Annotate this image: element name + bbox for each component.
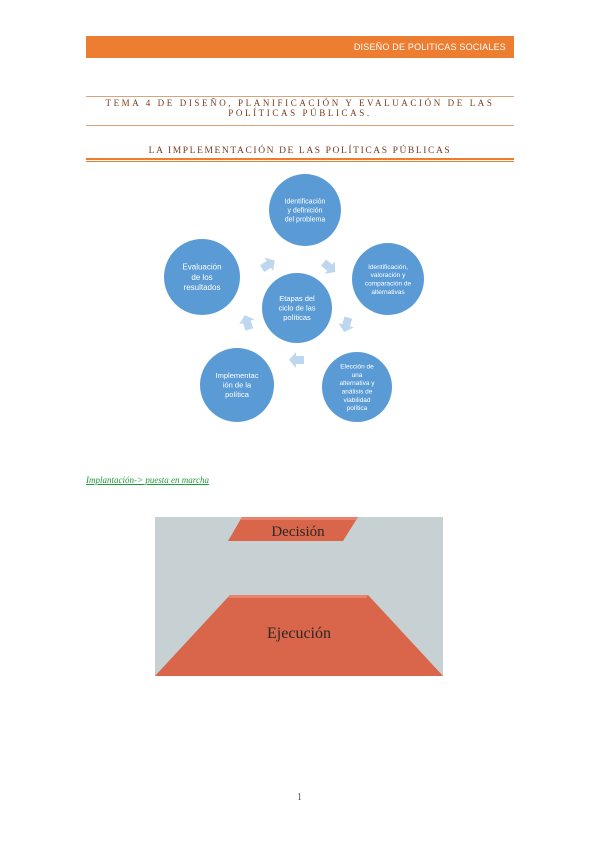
cycle-stage-label-line: del problema [285,216,326,223]
cycle-arrow [239,315,255,331]
cycle-stage-label-line: Identificación, [368,264,408,271]
pyramid-top-segment [228,517,358,541]
header-bar: DISEÑO DE POLITICAS SOCIALES [86,36,514,58]
section-title-underline [86,158,514,160]
cycle-stage-label-line: Identificación [285,198,326,205]
page-number: 1 [297,792,302,803]
cycle-stage-label-line: Elección de [340,363,374,370]
topic-line-1: TEMA 4 DE DISEÑO, PLANIFICACIÓN Y EVALUA… [105,98,495,108]
pyramid-bottom-segment [155,595,443,676]
section-title-underline-thin [86,161,514,162]
cycle-stage-circle [269,174,341,246]
cycle-arrow [289,351,305,368]
cycle-stage-label-line: ión de la [223,381,252,390]
cycle-arrows [239,257,354,368]
cycle-arrow [338,316,354,333]
cycle-stage-label-line: política [347,405,368,412]
pyramid-top-label: Decisión [271,524,325,540]
cycle-stage-label-line: una [352,372,363,379]
cycle-stage-label-line: política [225,390,250,399]
pyramid-top-highlight [240,517,358,520]
cycle-stage-circle [322,352,392,422]
cycle-stage-circle [164,239,240,315]
cycle-stage-label-line: comparación de [365,280,412,287]
pyramid-bottom-label: Ejecución [267,625,331,642]
cycle-center-label-line: ciclo de las [278,304,315,313]
topic-bottom-rule [86,125,514,126]
cycle-stage-label-line: valoración y [371,272,406,279]
topic-top-rule [86,96,514,97]
cycle-stage-label-line: Evaluación [182,263,221,272]
header-title: DISEÑO DE POLITICAS SOCIALES [353,42,506,52]
cycle-stage-label-line: análisis de [342,388,373,395]
cycle-stage-label-line: alternativa y [339,380,375,387]
pyramid-bottom-highlight [228,595,368,598]
section-title: LA IMPLEMENTACIÓN DE LAS POLÍTICAS PÚBLI… [148,146,452,156]
cycle-stage-label-line: alternativas [371,289,405,296]
cycle-stage-label-line: y definición [287,207,322,214]
cycle-center-circle [262,273,332,343]
cycle-stage-label-line: resultados [184,283,221,292]
cycle-arrow [259,257,275,273]
topic-heading: TEMA 4 DE DISEÑO, PLANIFICACIÓN Y EVALUA… [86,98,514,118]
topic-line-2: POLÍTICAS PÚBLICAS. [228,108,372,118]
cycle-center-label-line: políticas [283,313,311,322]
cycle-arrow [321,259,336,274]
cycle-stage-circle [200,348,274,422]
cycle-stage-label-line: Implementac [216,371,259,380]
cycle-stage-circle [352,243,424,315]
cycle-stage-label-line: de los [191,273,212,282]
pyramid-diagram: Decisión Ejecución [155,517,443,676]
cycle-stage-label-line: viabilidad [343,397,370,404]
cycle-center-label-line: Etapas del [279,294,315,303]
pyramid-svg: Decisión Ejecución [155,517,443,676]
implementation-link[interactable]: Implantación-> puesta en marcha [86,475,209,485]
